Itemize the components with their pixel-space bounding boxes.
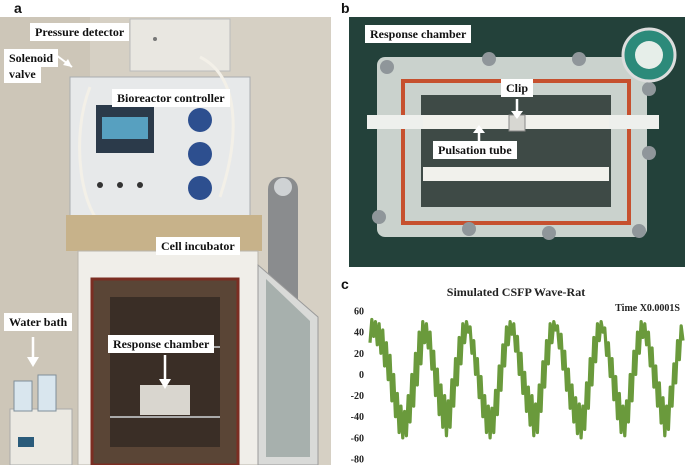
label-solenoid-valve-line1: Solenoid (4, 49, 59, 67)
label-water-bath: Water bath (4, 313, 73, 331)
label-pulsation-tube: Pulsation tube (433, 141, 517, 159)
label-clip: Clip (501, 79, 534, 97)
panel-letter-a: a (14, 0, 22, 16)
label-pressure-detector: Pressure detector (30, 23, 130, 41)
csfp-wave-chart: Simulated CSFP Wave-Rat Time X0.0001S 60… (338, 280, 685, 466)
chart-title: Simulated CSFP Wave-Rat (447, 285, 585, 299)
label-bioreactor-controller: Bioreactor controller (112, 89, 230, 107)
label-response-chamber-a: Response chamber (108, 335, 215, 353)
y-axis-ticks: 60 40 20 0 -20 -40 -60 -80 (351, 307, 364, 466)
label-cell-incubator: Cell incubator (156, 237, 240, 255)
y-tick-label: 60 (354, 307, 364, 318)
panel-letter-c: c (341, 276, 349, 292)
bioreactor-system-photo: Pressure detector Solenoid valve Bioreac… (0, 17, 331, 465)
chart-annotation: Time X0.0001S (615, 303, 680, 314)
y-tick-label: -40 (351, 412, 364, 423)
y-tick-label: 20 (354, 349, 364, 360)
label-solenoid-valve-line2: valve (4, 65, 41, 83)
y-tick-label: -20 (351, 391, 364, 402)
response-chamber-photo: Response chamber Clip Pulsation tube (349, 17, 685, 267)
y-tick-label: 40 (354, 328, 364, 339)
y-tick-label: -60 (351, 433, 364, 444)
series-line (368, 317, 685, 440)
panel-letter-b: b (341, 0, 350, 16)
y-tick-label: -80 (351, 455, 364, 466)
label-response-chamber-b: Response chamber (365, 25, 472, 43)
y-tick-label: 0 (359, 370, 364, 381)
response-chamber-illustration (349, 17, 685, 267)
series-group (368, 317, 685, 440)
chart-svg: Simulated CSFP Wave-Rat Time X0.0001S 60… (351, 285, 685, 466)
